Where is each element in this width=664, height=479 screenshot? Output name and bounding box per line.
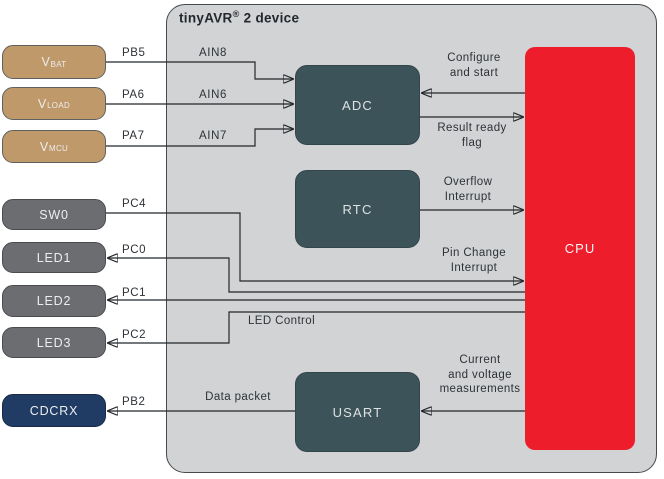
- pin-label-pc2: PC2: [122, 329, 147, 341]
- usart-block: USART: [295, 372, 420, 452]
- led3-label: LED3: [36, 335, 72, 350]
- vmcu-subscript: MCU: [49, 144, 69, 153]
- overflow-line1: Overflow: [443, 176, 493, 188]
- vbat-subscript: BAT: [50, 59, 67, 69]
- adc-label: ADC: [341, 97, 374, 113]
- cdcrx-box: CDCRX: [2, 394, 106, 427]
- rtc-block: RTC: [295, 170, 420, 248]
- current-line1: Current: [459, 354, 501, 366]
- pin-label-pc0: PC0: [122, 244, 147, 256]
- led1-label: LED1: [36, 250, 72, 265]
- led2-label: LED2: [36, 294, 72, 308]
- registered-trademark-symbol: ®: [232, 9, 240, 19]
- current-line2: and voltage: [448, 368, 512, 381]
- configure-line1: Configure: [447, 52, 501, 64]
- current-voltage-measurements-label: Current and voltage measurements: [430, 353, 530, 397]
- adc-block: ADC: [295, 65, 420, 145]
- vload-subscript: LOAD: [47, 101, 71, 110]
- pin-label-pb5: PB5: [122, 47, 146, 59]
- configure-line2: and start: [449, 66, 499, 79]
- pin-change-line1: Pin Change: [441, 247, 507, 259]
- result-line2: flag: [461, 136, 483, 149]
- ain6-label: AIN6: [199, 89, 227, 101]
- overflow-line2: Interrupt: [444, 190, 492, 203]
- sw0-label: SW0: [39, 207, 69, 222]
- pin-label-pa6: PA6: [122, 89, 145, 101]
- pin-change-interrupt-label: Pin Change Interrupt: [424, 246, 524, 275]
- sw0-box: SW0: [2, 199, 106, 230]
- ain7-label: AIN7: [199, 130, 227, 142]
- rtc-label: RTC: [342, 201, 373, 217]
- led3-box: LED3: [2, 327, 106, 358]
- device-title: tinyAVR® 2 device: [179, 9, 299, 26]
- pin-label-pc4: PC4: [122, 198, 147, 210]
- usart-label: USART: [332, 404, 383, 420]
- pin-label-pa7: PA7: [122, 130, 145, 142]
- configure-and-start-label: Configure and start: [424, 51, 524, 80]
- pin-label-pb2: PB2: [122, 396, 146, 408]
- cpu-block: CPU: [525, 47, 635, 450]
- ain8-label: AIN8: [199, 47, 227, 59]
- result-ready-flag-label: Result ready flag: [422, 121, 522, 150]
- cdcrx-label: CDCRX: [29, 403, 79, 418]
- led-control-label: LED Control: [248, 315, 316, 327]
- result-line1: Result ready: [437, 122, 507, 134]
- vmcu-label: V: [39, 139, 49, 154]
- vbat-label: V: [41, 55, 51, 69]
- cpu-label: CPU: [564, 241, 596, 256]
- data-packet-label: Data packet: [205, 391, 271, 403]
- vload-label: V: [37, 96, 48, 111]
- led2-box: LED2: [2, 285, 106, 317]
- device-title-main: tinyAVR: [179, 10, 233, 26]
- device-title-rest: 2 device: [239, 10, 300, 26]
- pin-change-line2: Interrupt: [450, 261, 498, 274]
- current-line3: measurements: [439, 383, 521, 395]
- pin-label-pc1: PC1: [122, 287, 147, 299]
- overflow-interrupt-label: Overflow Interrupt: [418, 175, 518, 204]
- led1-box: LED1: [2, 242, 106, 273]
